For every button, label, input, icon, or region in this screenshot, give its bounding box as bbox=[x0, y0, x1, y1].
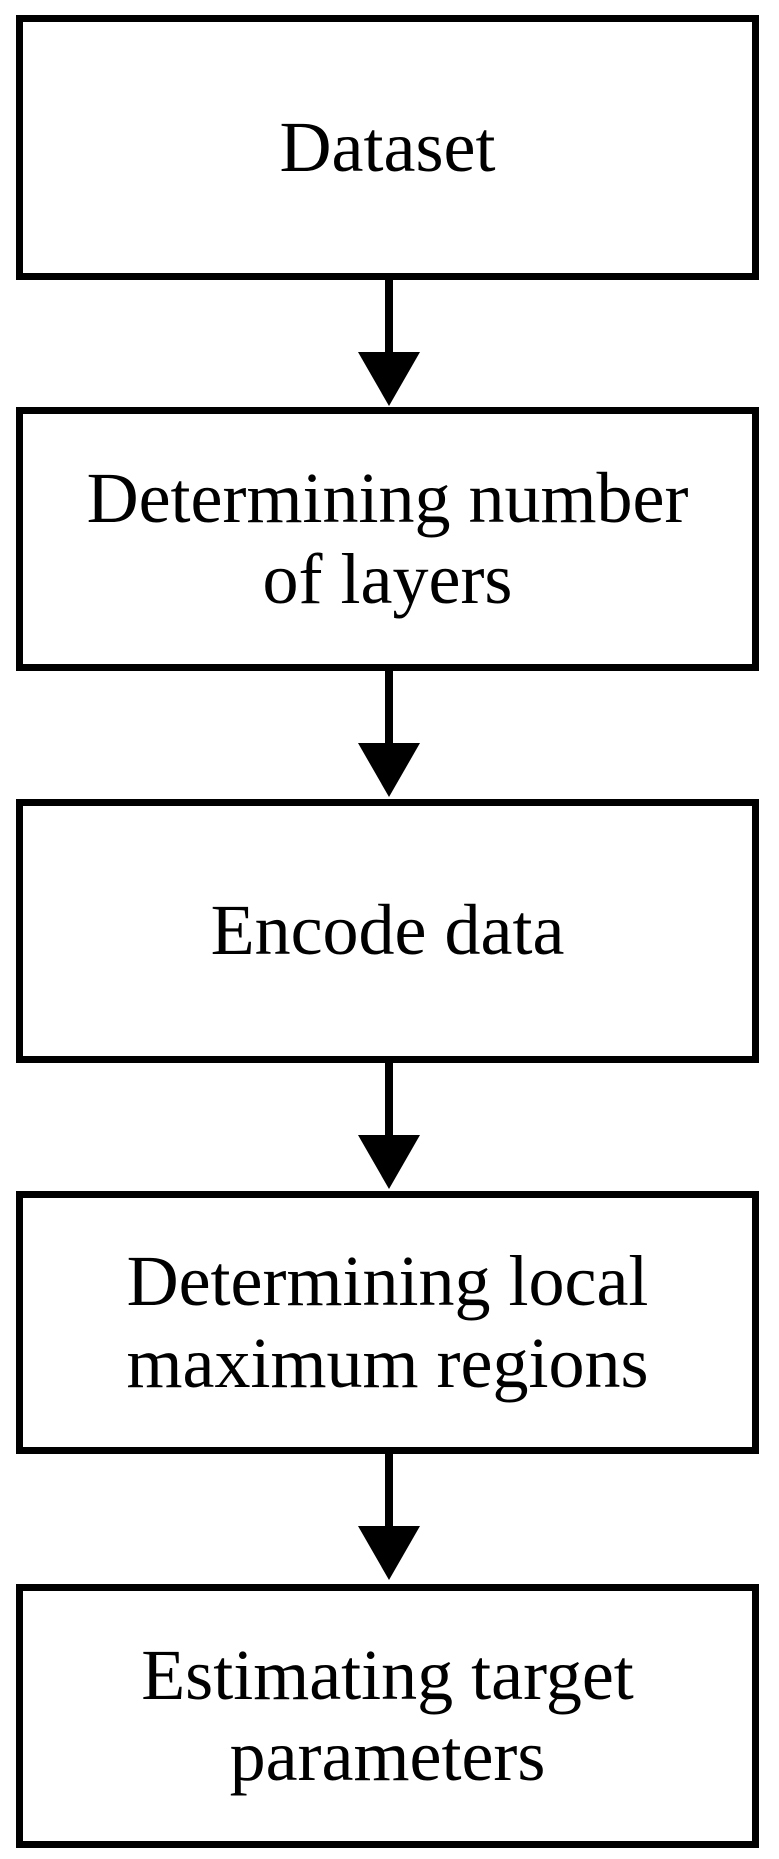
step-label-dataset: Dataset bbox=[279, 106, 496, 187]
step-box-estimating-target-parameters: Estimating target parameters bbox=[16, 1584, 759, 1848]
arrow-down-4 bbox=[358, 1454, 420, 1580]
step-label-determining-number-of-layers: Determining number of layers bbox=[86, 457, 689, 619]
step-label-encode-data: Encode data bbox=[210, 890, 565, 971]
arrow-down-2 bbox=[358, 671, 420, 797]
arrow-down-3 bbox=[358, 1063, 420, 1189]
step-box-determining-number-of-layers: Determining number of layers bbox=[16, 407, 759, 671]
arrow-down-1 bbox=[358, 280, 420, 406]
step-box-determining-local-maximum-regions: Determining local maximum regions bbox=[16, 1191, 759, 1454]
step-label-estimating-target-parameters: Estimating target parameters bbox=[141, 1634, 634, 1796]
step-box-encode-data: Encode data bbox=[16, 799, 759, 1063]
step-label-determining-local-maximum-regions: Determining local maximum regions bbox=[126, 1241, 649, 1403]
step-box-dataset: Dataset bbox=[16, 15, 759, 280]
